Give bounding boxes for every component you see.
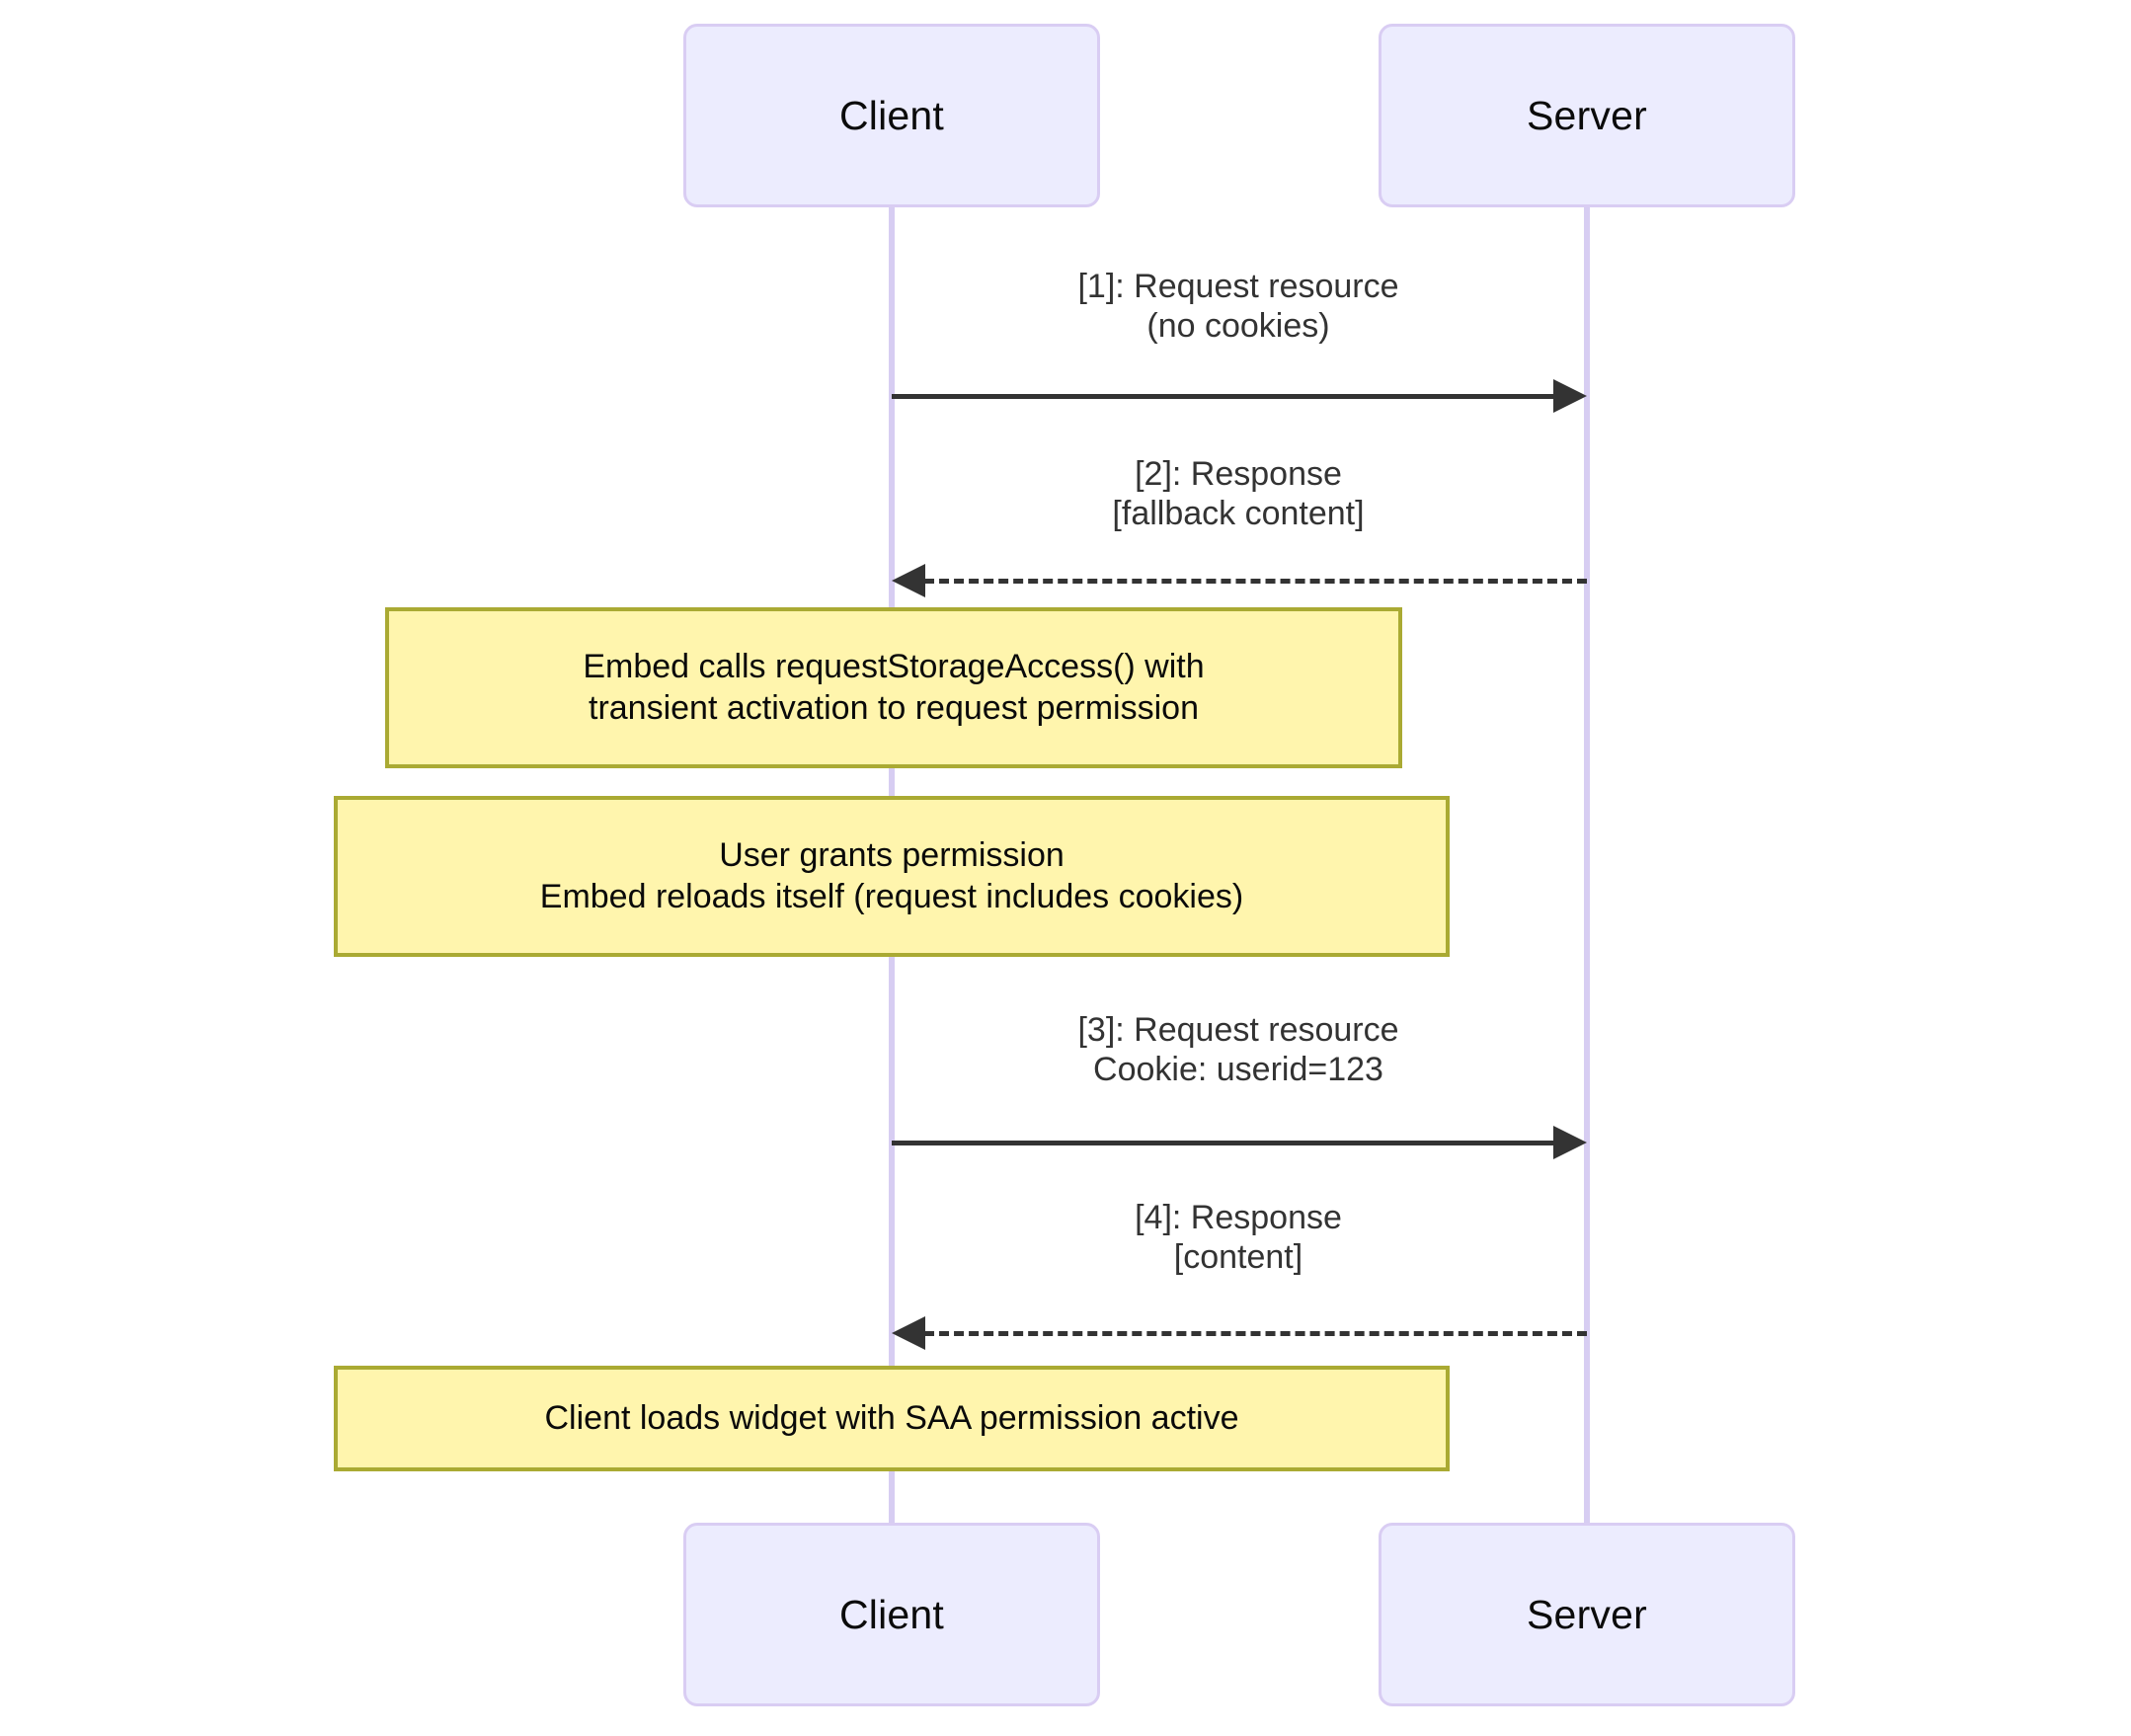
- message-line-3: [892, 1141, 1555, 1145]
- note-1-line-2: transient activation to request permissi…: [589, 688, 1199, 727]
- note-2-line-2: Embed reloads itself (request includes c…: [539, 877, 1244, 915]
- message-label-3-line-1: [3]: Request resource: [1077, 1011, 1399, 1049]
- actor-label-client-top: Client: [838, 92, 945, 138]
- actor-label-client-bottom: Client: [838, 1591, 945, 1637]
- message-label-1: [1]: Request resource (no cookies): [892, 267, 1585, 346]
- note-box-3: Client loads widget with SAA permission …: [334, 1366, 1450, 1471]
- message-label-1-line-1: [1]: Request resource: [1077, 268, 1399, 305]
- note-box-2: User grants permission Embed reloads its…: [334, 796, 1450, 957]
- lifeline-server: [1584, 205, 1590, 1527]
- message-label-4: [4]: Response [content]: [892, 1198, 1585, 1277]
- message-label-3-line-2: Cookie: userid=123: [1093, 1051, 1383, 1089]
- actor-label-server-top: Server: [1527, 92, 1647, 138]
- message-label-4-line-2: [content]: [1173, 1238, 1303, 1277]
- message-label-2-line-1: [2]: Response: [1135, 455, 1342, 493]
- note-3-line-1: Client loads widget with SAA permission …: [544, 1398, 1239, 1437]
- actor-label-server-bottom: Server: [1527, 1591, 1647, 1637]
- message-line-1: [892, 394, 1555, 399]
- note-1-line-1: Embed calls requestStorageAccess() with: [583, 648, 1205, 686]
- message-label-1-line-2: (no cookies): [1146, 307, 1330, 346]
- message-label-3: [3]: Request resource Cookie: userid=123: [892, 1010, 1585, 1089]
- actor-box-server-top[interactable]: Server: [1379, 24, 1795, 207]
- actor-box-server-bottom[interactable]: Server: [1379, 1523, 1795, 1706]
- message-arrowhead-1: [1553, 379, 1587, 413]
- message-arrowhead-2: [892, 564, 925, 597]
- note-box-1: Embed calls requestStorageAccess() with …: [385, 607, 1402, 768]
- message-arrowhead-3: [1553, 1126, 1587, 1159]
- actor-box-client-bottom[interactable]: Client: [683, 1523, 1100, 1706]
- message-label-2-line-2: [fallback content]: [1112, 495, 1365, 533]
- message-label-4-line-1: [4]: Response: [1135, 1199, 1342, 1236]
- message-line-2: [924, 579, 1587, 584]
- actor-box-client-top[interactable]: Client: [683, 24, 1100, 207]
- message-label-2: [2]: Response [fallback content]: [892, 454, 1585, 533]
- message-line-4: [924, 1331, 1587, 1336]
- note-2-line-1: User grants permission: [719, 836, 1065, 875]
- message-arrowhead-4: [892, 1316, 925, 1350]
